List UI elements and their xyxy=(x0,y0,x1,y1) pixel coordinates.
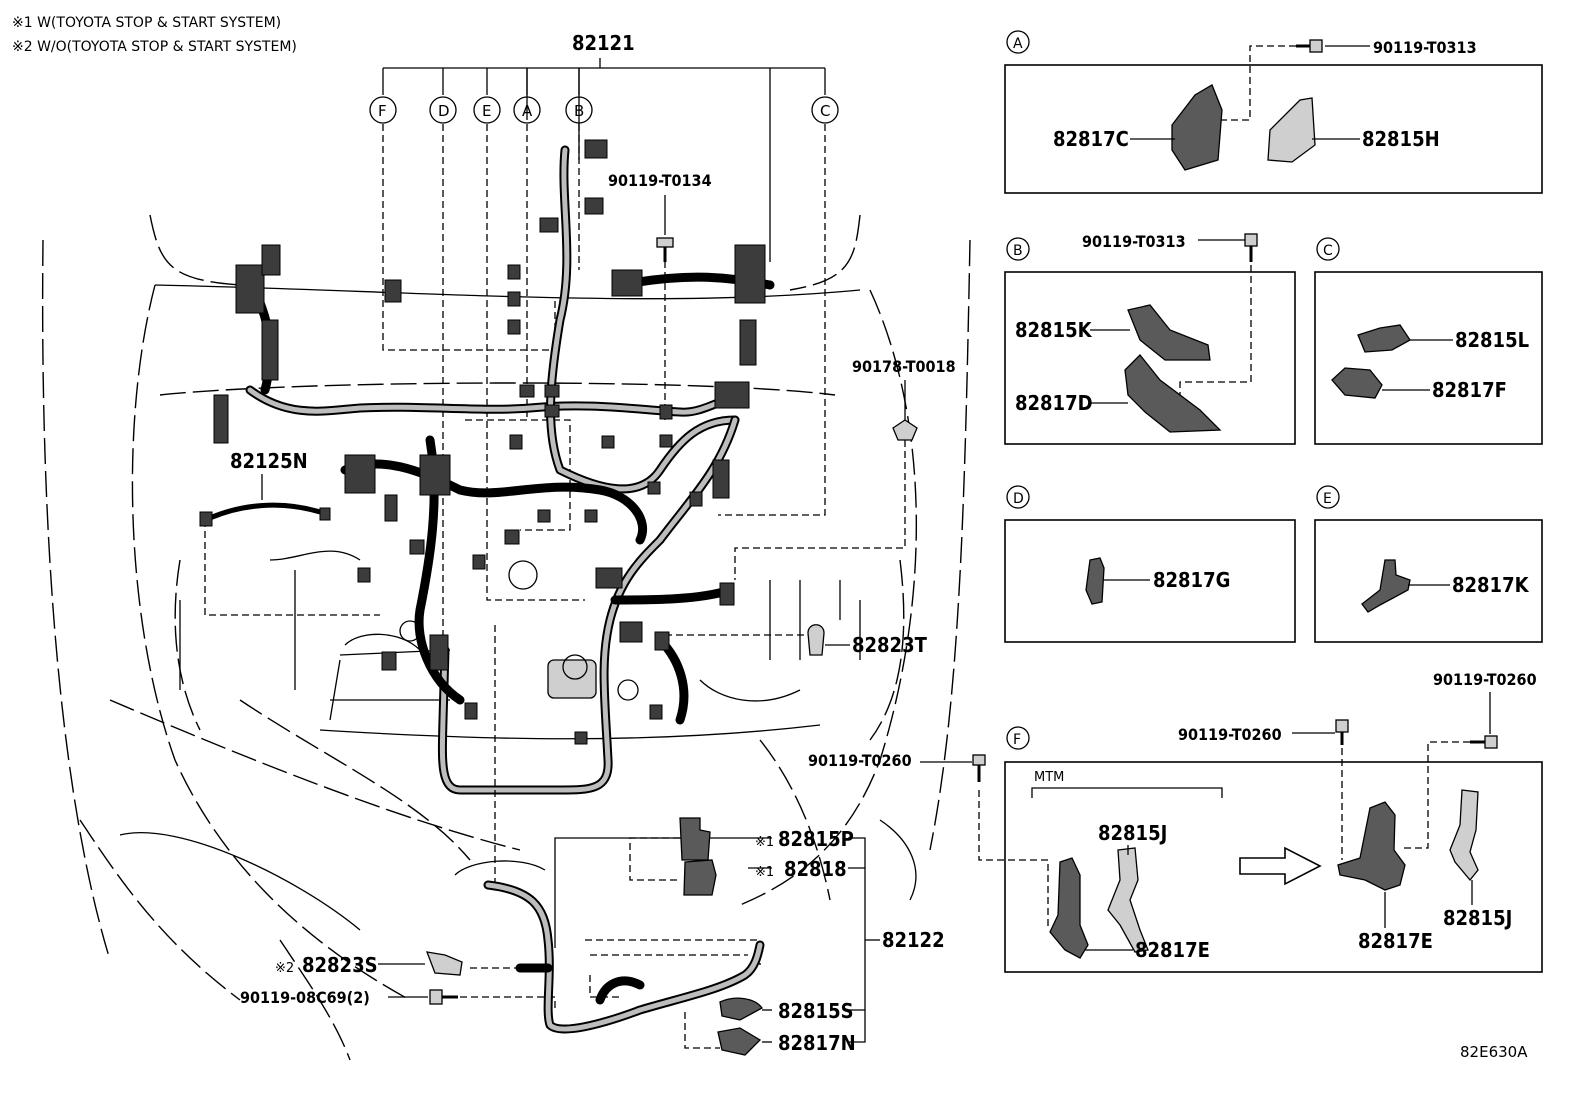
detail-F: F 90119-T0260 90119-T0260 MTM 82815J 828… xyxy=(978,670,1543,973)
bolt-A-icon xyxy=(1309,39,1323,53)
mark-1-82815P: ※1 xyxy=(755,835,774,850)
svg-text:B: B xyxy=(574,102,584,120)
label-82817K: 82817K xyxy=(1452,573,1530,597)
mark-2-82823S: ※2 xyxy=(275,961,294,976)
part-F-82815J-left-icon xyxy=(1107,847,1149,953)
engine-components xyxy=(329,560,639,721)
note-without-stop-start: ※2 W/O(TOYOTA STOP & START SYSTEM) xyxy=(12,39,297,55)
main-harness-82121 xyxy=(209,145,775,795)
bracket-82823S-icon xyxy=(378,951,463,976)
label-A-90119-T0313: 90119-T0313 xyxy=(1373,38,1477,57)
label-82817C: 82817C xyxy=(1053,127,1129,151)
bolt-08C69-icon xyxy=(388,989,458,1005)
svg-text:C: C xyxy=(820,102,830,120)
label-82823S: 82823S xyxy=(302,953,378,977)
front-parts-icons xyxy=(679,817,763,1056)
part-82817D-icon xyxy=(1124,354,1222,433)
svg-text:E: E xyxy=(482,102,491,120)
part-82817F-icon xyxy=(1331,367,1383,399)
label-82817D: 82817D xyxy=(1015,391,1093,415)
mark-1-82818: ※1 xyxy=(755,865,774,880)
harness-connectors xyxy=(199,139,766,745)
label-82815H: 82815H xyxy=(1362,127,1440,151)
bolt-F-mid-icon xyxy=(1335,719,1349,733)
label-B-90119-T0313: 90119-T0313 xyxy=(1082,232,1186,251)
note-with-stop-start: ※1 W(TOYOTA STOP & START SYSTEM) xyxy=(12,15,281,31)
label-82817N: 82817N xyxy=(778,1031,856,1055)
clamp-82823T-icon xyxy=(807,624,850,656)
callout-E: E xyxy=(473,96,501,124)
detail-D: D 82817G xyxy=(1004,485,1296,643)
label-82823T: 82823T xyxy=(852,633,928,657)
front-harness-82122 xyxy=(483,880,765,1034)
part-F-82815J-right-icon xyxy=(1449,789,1479,882)
callout-D: D xyxy=(429,96,457,124)
part-82815K-icon xyxy=(1127,304,1211,361)
label-82125N: 82125N xyxy=(230,449,308,473)
label-82815P: 82815P xyxy=(778,827,854,851)
part-F-82817E-right-icon xyxy=(1337,801,1406,891)
detail-C: C 82815L 82817F xyxy=(1314,237,1543,445)
svg-text:E: E xyxy=(1323,491,1332,507)
label-90119-T0134: 90119-T0134 xyxy=(608,171,712,190)
leader-82121 xyxy=(382,58,826,262)
callout-A: A xyxy=(513,96,541,124)
part-82817K-icon xyxy=(1361,559,1411,613)
bolt-F-right-icon xyxy=(1484,735,1498,749)
label-F-82817E-right: 82817E xyxy=(1358,929,1433,953)
svg-text:D: D xyxy=(438,102,450,120)
part-82817C-icon xyxy=(1171,84,1223,171)
bolt-B-icon xyxy=(1244,233,1258,247)
label-82817F: 82817F xyxy=(1432,378,1507,402)
label-90178-T0018: 90178-T0018 xyxy=(852,357,956,376)
bolt-T0260-main-icon xyxy=(920,754,986,782)
svg-text:F: F xyxy=(378,102,387,120)
svg-text:A: A xyxy=(1013,36,1023,52)
svg-text:A: A xyxy=(522,102,533,120)
label-82815K: 82815K xyxy=(1015,318,1093,342)
vehicle-body-outline xyxy=(41,214,971,1061)
detail-A: A 90119-T0313 82817C 82815H xyxy=(1004,30,1543,194)
detail-E: E 82817K xyxy=(1314,485,1543,643)
label-F-82815J-right: 82815J xyxy=(1443,906,1512,930)
arrow-icon xyxy=(1239,846,1322,886)
svg-text:D: D xyxy=(1013,491,1024,507)
label-82122: 82122 xyxy=(882,928,945,952)
callout-B: B xyxy=(565,96,593,124)
label-MTM: MTM xyxy=(1034,770,1064,785)
label-90119-T0260-main: 90119-T0260 xyxy=(808,751,912,770)
svg-text:C: C xyxy=(1323,243,1333,259)
part-82815H-icon xyxy=(1267,97,1316,163)
part-F-82817E-left-icon xyxy=(1049,857,1089,959)
callout-C: C xyxy=(811,96,839,124)
label-82817G: 82817G xyxy=(1153,568,1230,592)
svg-text:F: F xyxy=(1013,732,1021,748)
label-F-90119-T0260-mid: 90119-T0260 xyxy=(1178,725,1282,744)
svg-text:B: B xyxy=(1013,243,1023,259)
figure-code: 82E630A xyxy=(1460,1043,1528,1061)
detail-B: B 90119-T0313 82815K 82817D xyxy=(1004,232,1296,445)
label-82818: 82818 xyxy=(784,857,847,881)
label-F-82815J-left: 82815J xyxy=(1098,821,1167,845)
label-F-90119-T0260-right: 90119-T0260 xyxy=(1433,670,1537,689)
callout-F: F xyxy=(369,96,397,124)
label-82815L: 82815L xyxy=(1455,328,1529,352)
label-82815S: 82815S xyxy=(778,999,854,1023)
label-82121: 82121 xyxy=(572,31,635,55)
label-F-82817E-left: 82817E xyxy=(1135,938,1210,962)
clip-T0018-icon xyxy=(892,380,918,441)
part-82817G-icon xyxy=(1085,557,1105,605)
bolt-T0134-icon xyxy=(656,195,674,262)
label-90119-08C69: 90119-08C69(2) xyxy=(240,988,370,1007)
